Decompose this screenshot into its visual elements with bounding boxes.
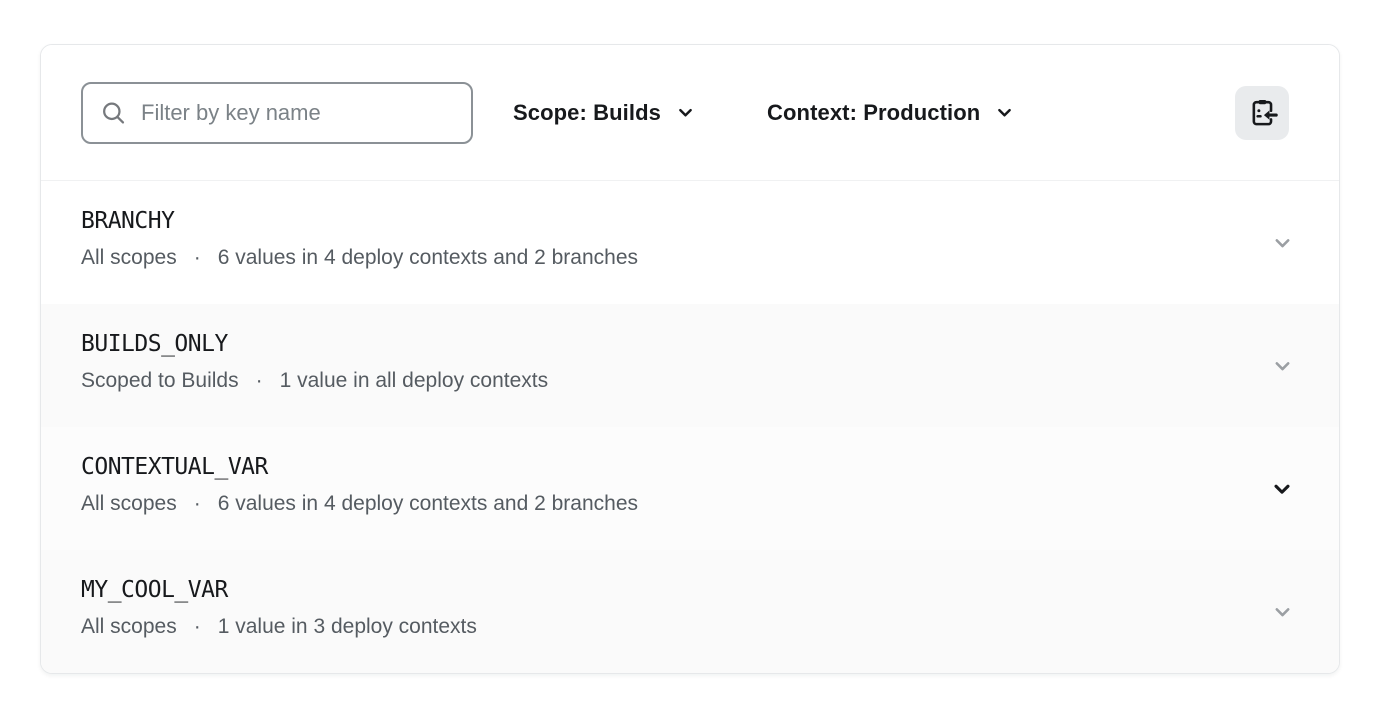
env-var-summary: 1 value in 3 deploy contexts [217,615,477,638]
chevron-down-icon[interactable] [1272,355,1293,376]
separator-dot: · [193,492,201,515]
separator-dot: · [255,369,263,392]
env-var-meta: All scopes · 1 value in 3 deploy context… [81,615,1243,639]
env-var-scope: All scopes [81,615,177,638]
env-var-row-branchy[interactable]: BRANCHY All scopes · 6 values in 4 deplo… [41,181,1339,304]
env-var-name: CONTEXTUAL_VAR [81,454,268,480]
chevron-down-icon [995,103,1014,122]
scope-dropdown[interactable]: Scope: Builds [513,100,695,126]
context-dropdown[interactable]: Context: Production [767,100,1014,126]
filter-by-key-name-input[interactable] [81,81,473,144]
env-var-scope: All scopes [81,492,177,515]
filter-field-wrapper [81,81,473,144]
context-dropdown-label: Context: Production [767,99,981,125]
env-var-scope: All scopes [81,246,177,269]
env-var-meta: All scopes · 6 values in 4 deploy contex… [81,246,1243,270]
env-var-name: BUILDS_ONLY [81,331,228,357]
env-var-meta: Scoped to Builds · 1 value in all deploy… [81,369,1243,393]
chevron-down-icon[interactable] [1271,478,1293,500]
env-var-summary: 6 values in 4 deploy contexts and 2 bran… [217,492,638,515]
env-var-name: BRANCHY [81,208,175,234]
scope-dropdown-label: Scope: Builds [513,99,661,125]
separator-dot: · [193,615,201,638]
env-var-row-my-cool-var[interactable]: MY_COOL_VAR All scopes · 1 value in 3 de… [41,550,1339,673]
clipboard-import-icon [1247,97,1278,128]
env-var-list: BRANCHY All scopes · 6 values in 4 deplo… [41,181,1339,673]
env-var-summary: 1 value in all deploy contexts [279,369,549,392]
env-var-name: MY_COOL_VAR [81,577,228,603]
env-var-row-contextual-var[interactable]: CONTEXTUAL_VAR All scopes · 6 values in … [41,427,1339,550]
env-vars-toolbar: Scope: Builds Context: Production [41,45,1339,181]
env-vars-panel: Scope: Builds Context: Production [40,44,1340,674]
env-var-scope: Scoped to Builds [81,369,239,392]
env-var-meta: All scopes · 6 values in 4 deploy contex… [81,492,1243,516]
chevron-down-icon [676,103,695,122]
separator-dot: · [193,246,201,269]
import-env-vars-button[interactable] [1235,85,1289,140]
chevron-down-icon[interactable] [1272,232,1293,253]
env-var-row-builds-only[interactable]: BUILDS_ONLY Scoped to Builds · 1 value i… [41,304,1339,427]
env-var-summary: 6 values in 4 deploy contexts and 2 bran… [217,246,638,269]
chevron-down-icon[interactable] [1272,601,1293,622]
